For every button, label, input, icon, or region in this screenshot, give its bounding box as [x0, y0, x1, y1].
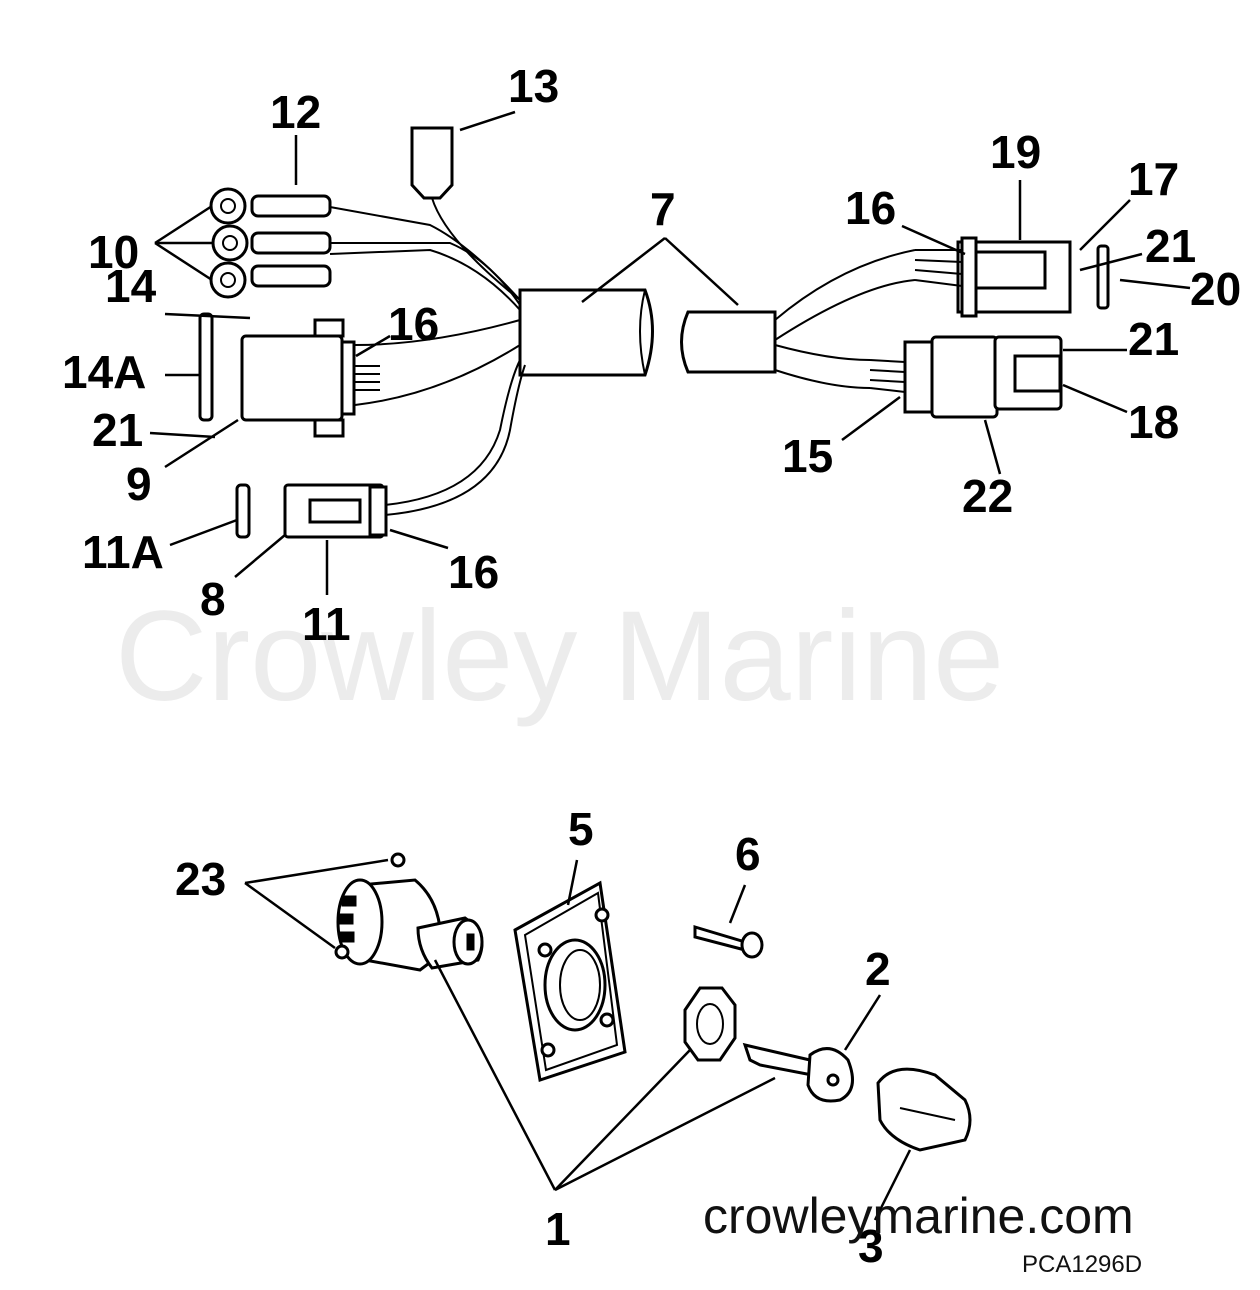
- ring-terminals: [209, 187, 332, 299]
- callout-20: 20: [1190, 263, 1241, 315]
- wire-ring-3: [329, 248, 521, 311]
- screw-23-top: [390, 852, 406, 868]
- wire-19-a: [774, 249, 916, 321]
- callout-6: 6: [735, 828, 761, 880]
- callout-21-left: 21: [92, 404, 143, 456]
- callout-19: 19: [990, 126, 1041, 178]
- wire-8-b: [384, 364, 526, 516]
- callout-21-right: 21: [1128, 313, 1179, 365]
- callout-14: 14: [105, 260, 157, 312]
- wire-harness: [198, 126, 1110, 539]
- wire-9-bottom: [354, 344, 521, 406]
- switch-cap: [876, 1067, 972, 1152]
- ignition-switch: [336, 878, 484, 972]
- wire-22-a: [774, 344, 871, 361]
- hex-nut: [683, 986, 737, 1062]
- callout-13: 13: [508, 60, 559, 112]
- ignition-key: [742, 1042, 854, 1103]
- ignition-assembly: [334, 852, 972, 1152]
- callout-5: 5: [568, 803, 594, 855]
- pin-14a: [198, 312, 214, 422]
- diagram-code: PCA1296D: [1022, 1251, 1142, 1278]
- callout-9: 9: [126, 458, 152, 510]
- screw-6: [693, 924, 764, 959]
- harness-sheath-left: [518, 288, 654, 377]
- callout-8: 8: [200, 573, 226, 625]
- bezel-plate: [513, 880, 627, 1082]
- wire-19-b: [774, 279, 916, 341]
- leader-lines-ignition: [244, 858, 912, 1221]
- callout-11a: 11A: [82, 526, 164, 578]
- wire-22-b: [774, 369, 871, 389]
- callout-18: 18: [1128, 396, 1179, 448]
- wire-13: [431, 197, 521, 301]
- callout-21-top-right: 21: [1145, 220, 1196, 272]
- connector-13: [410, 126, 454, 200]
- pin-11a: [235, 483, 251, 539]
- wire-8-a: [384, 359, 521, 506]
- watermark-text: Crowley Marine: [115, 585, 1004, 728]
- leader-lines-harness: [149, 110, 1191, 595]
- screw-23-bottom: [334, 944, 350, 960]
- connector-19: [914, 236, 1072, 318]
- callout-11: 11: [302, 598, 351, 650]
- callout-1: 1: [545, 1203, 571, 1255]
- callout-2: 2: [865, 943, 891, 995]
- callout-10: 10: [88, 226, 139, 278]
- connector-8: [283, 483, 388, 539]
- callout-23: 23: [175, 853, 226, 905]
- callout-15: 15: [782, 430, 833, 482]
- callout-7: 7: [650, 183, 676, 235]
- callout-3: 3: [858, 1220, 884, 1272]
- callout-16-left: 16: [388, 298, 439, 350]
- callout-14a: 14A: [62, 346, 146, 398]
- pin-20: [1096, 244, 1110, 310]
- wire-9-top: [354, 319, 521, 346]
- callout-17: 17: [1128, 153, 1179, 205]
- website-text: crowleymarine.com: [703, 1188, 1134, 1244]
- connector-22: [869, 335, 1063, 419]
- callout-22: 22: [962, 470, 1013, 522]
- callout-16-bottom: 16: [448, 546, 499, 598]
- connector-9: [240, 318, 380, 438]
- harness-sheath-right: [680, 310, 777, 374]
- callout-numbers: 12 13 10 7 14 14A 21 9 16 11A 8 11 16 19…: [62, 60, 1241, 1272]
- callout-12: 12: [270, 86, 321, 138]
- callout-16-right: 16: [845, 182, 896, 234]
